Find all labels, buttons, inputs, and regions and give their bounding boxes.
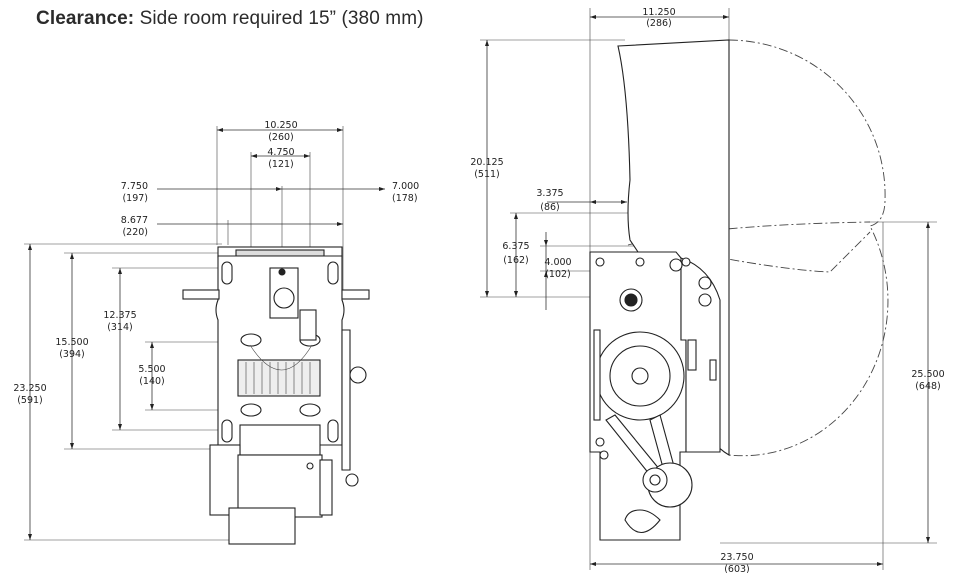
dim-15500-metric: (394) <box>59 349 85 360</box>
dim-23750-value: 23.750 <box>720 552 753 563</box>
cover-swing-arc <box>728 39 889 457</box>
dim-3375-metric: (86) <box>540 202 560 213</box>
dim-7000-metric: (178) <box>392 193 418 204</box>
dim-7750-metric: (197) <box>122 193 148 204</box>
dim-4000-metric: (102) <box>545 269 571 280</box>
dim-8677-value: 8.677 <box>121 215 148 226</box>
dim-10250-value: 10.250 <box>264 120 297 131</box>
clearance-label: Clearance: <box>36 8 135 29</box>
dim-15500-value: 15.500 <box>55 337 88 348</box>
dim-7000-value: 7.000 <box>392 181 419 192</box>
dim-4000-value: 4.000 <box>544 257 571 268</box>
dim-23250-metric: (591) <box>17 395 43 406</box>
dim-3375-value: 3.375 <box>536 188 563 199</box>
dim-23250-value: 23.250 <box>13 383 46 394</box>
dim-8677-metric: (220) <box>122 227 148 238</box>
dim-12375-metric: (314) <box>107 322 133 333</box>
left-view: 10.250 (260) 4.750 (121) 7.750 (197) 7.0… <box>13 120 419 545</box>
operator-side-view <box>589 251 721 541</box>
dim-5500-value: 5.500 <box>138 364 165 375</box>
right-view: 11.250 (286) 20.125 (511) 3.375 (86) 6.3… <box>470 7 944 573</box>
dim-12375-value: 12.375 <box>103 310 136 321</box>
dim-7750-value: 7.750 <box>121 181 148 192</box>
dim-6375-metric: (162) <box>503 255 529 266</box>
dim-11250-metric: (286) <box>646 18 672 29</box>
operator-front-view <box>182 246 370 545</box>
dim-20125-value: 20.125 <box>470 157 503 168</box>
clearance-heading: Clearance: Side room required 15” (380 m… <box>36 8 424 30</box>
dim-5500-metric: (140) <box>139 376 165 387</box>
dim-4750-metric: (121) <box>268 159 294 170</box>
dim-25500-value: 25.500 <box>911 369 944 380</box>
dim-25500-metric: (648) <box>915 381 941 392</box>
dim-20125-metric: (511) <box>474 169 500 180</box>
dim-6375-value: 6.375 <box>502 241 529 252</box>
dim-23750-metric: (603) <box>724 564 750 573</box>
dim-11250-value: 11.250 <box>642 7 675 18</box>
dim-10250-metric: (260) <box>268 132 294 143</box>
dim-4750-value: 4.750 <box>267 147 294 158</box>
clearance-text: Side room required 15” (380 mm) <box>139 8 424 29</box>
